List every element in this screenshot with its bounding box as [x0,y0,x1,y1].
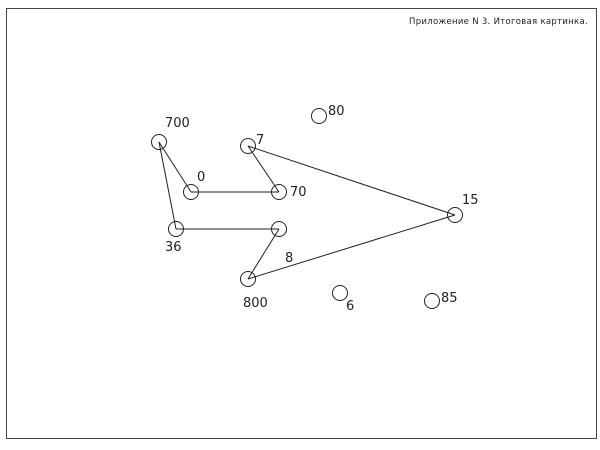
edge-n15-n800 [247,214,456,280]
node-label-85: 85 [441,291,458,306]
node-circle-15 [447,207,463,223]
edge-n800-n8 [247,228,280,280]
node-circle-70 [271,184,287,200]
diagram-title: Приложение N 3. Итоговая картинка. [409,17,588,27]
node-circle-700 [151,134,167,150]
node-circle-36 [168,221,184,237]
node-label-700: 700 [165,116,190,131]
node-circle-7 [240,138,256,154]
node-label-36: 36 [165,240,182,255]
node-label-800: 800 [243,296,268,311]
node-label-0: 0 [197,170,205,185]
node-circle-8 [271,221,287,237]
node-label-80: 80 [328,104,345,119]
node-circle-6 [332,285,348,301]
node-circle-85 [424,293,440,309]
edge-n7-n15 [247,145,456,216]
node-circle-800 [240,271,256,287]
edge-n700-n0 [158,141,192,193]
edge-n36-n700 [158,141,177,230]
node-label-15: 15 [462,193,479,208]
node-label-6: 6 [346,299,354,314]
edge-n70-n7 [247,145,280,193]
node-circle-80 [311,108,327,124]
node-label-8: 8 [285,251,293,266]
node-label-70: 70 [290,185,307,200]
diagram-frame [6,8,597,439]
node-label-7: 7 [256,133,264,148]
node-circle-0 [183,184,199,200]
